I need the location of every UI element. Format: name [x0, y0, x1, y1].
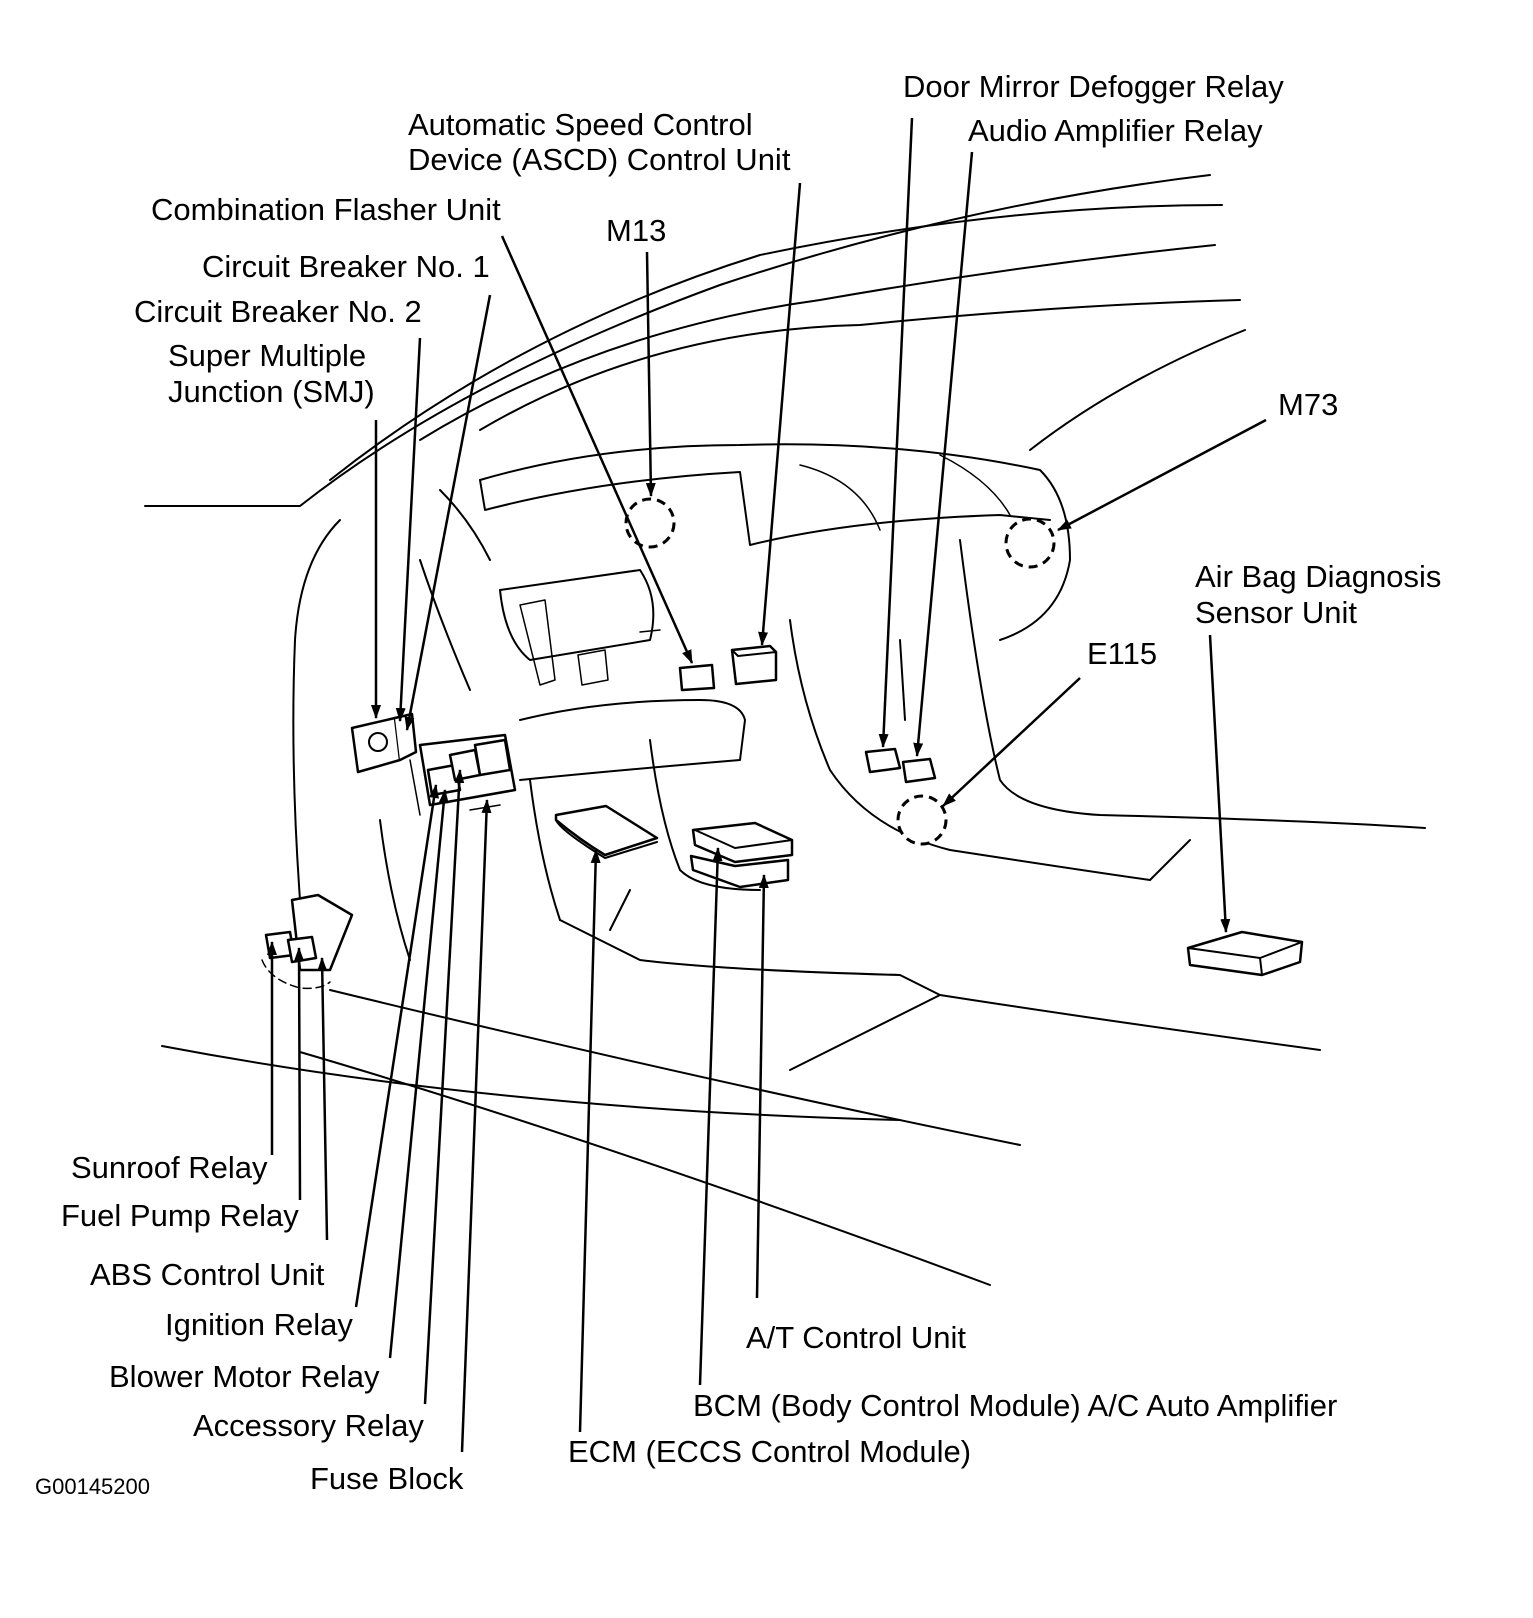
floor-line-1 [559, 919, 1321, 1051]
windshield-arc-4 [479, 299, 1241, 431]
cluster-vent-2 [577, 649, 609, 686]
steering-line-1 [439, 489, 491, 561]
leader-fuse-block [460, 799, 492, 1453]
left-door-line [292, 519, 341, 901]
relay-bracket-left [261, 893, 354, 990]
labels: Door Mirror Defogger Relay Audio Amplifi… [35, 69, 1441, 1499]
floor-line-3 [299, 1051, 991, 1286]
leader-lines [267, 117, 1267, 1453]
leader-ascd-control-unit [758, 182, 802, 646]
cluster-detail [639, 629, 661, 633]
leader-bcm [698, 847, 723, 1386]
m73-locator [1004, 517, 1056, 569]
leader-door-mirror-defogger-relay [878, 117, 914, 748]
label-m73: M73 [1278, 387, 1338, 422]
leader-ecm [578, 849, 601, 1433]
label-fuse-block: Fuse Block [310, 1461, 464, 1496]
dash-center-crease [799, 464, 881, 531]
leader-abs-control-unit [317, 957, 329, 1241]
cluster-panel [499, 569, 655, 661]
leader-combination-flasher-unit [500, 235, 694, 664]
fuse-block-cluster [409, 733, 517, 816]
door-mirror-defogger-relay [864, 747, 902, 774]
label-smj-line1: Super Multiple [168, 338, 366, 373]
label-smj-line2: Junction (SMJ) [168, 374, 375, 409]
leader-fuel-pump-relay [294, 947, 305, 1201]
right-dash-lower [789, 619, 1191, 881]
label-fuel-pump-relay: Fuel Pump Relay [61, 1198, 299, 1233]
windshield-arc-3 [419, 244, 1216, 441]
leader-m13 [645, 251, 656, 497]
bcm-ac-amp-stack [689, 821, 794, 889]
figure-code: G00145200 [35, 1474, 150, 1499]
cluster-vent-1 [519, 599, 556, 686]
leader-ignition-relay [354, 784, 439, 1308]
smj-connector [350, 712, 418, 774]
leader-accessory-relay [423, 769, 465, 1405]
audio-amplifier-relay [901, 757, 937, 784]
label-accessory-relay: Accessory Relay [193, 1408, 424, 1443]
windshield-arc-1 [144, 174, 1211, 507]
glovebox-left [899, 639, 906, 721]
label-audio-amplifier-relay: Audio Amplifier Relay [968, 113, 1263, 148]
console-front [649, 739, 761, 891]
steering-line-2 [419, 559, 471, 691]
floor-diagonal [789, 994, 941, 1071]
label-combination-flasher-unit: Combination Flasher Unit [151, 192, 501, 227]
label-air-bag-line1: Air Bag Diagnosis [1195, 559, 1441, 594]
floor-tunnel-edge [609, 889, 631, 931]
label-abs-control-unit: ABS Control Unit [90, 1257, 325, 1292]
leader-at-control-unit [755, 874, 769, 1299]
label-circuit-breaker-1: Circuit Breaker No. 1 [202, 249, 490, 284]
lower-dash-left [519, 699, 746, 781]
a-pillar-right [1029, 329, 1246, 451]
label-air-bag-line2: Sensor Unit [1195, 595, 1357, 630]
combination-flasher-unit [678, 663, 716, 692]
label-blower-motor-relay: Blower Motor Relay [109, 1359, 380, 1394]
console-left-edge [529, 779, 561, 921]
leader-blower-motor-relay [388, 789, 449, 1359]
label-ascd-line1: Automatic Speed Control [408, 107, 753, 142]
glovebox-curve [959, 539, 1426, 829]
e115-locator [896, 794, 948, 846]
leader-air-bag-sensor [1208, 634, 1231, 933]
label-ascd-line2: Device (ASCD) Control Unit [408, 142, 791, 177]
label-sunroof-relay: Sunroof Relay [71, 1150, 268, 1185]
leader-audio-amplifier-relay [913, 151, 974, 757]
windshield-arc-2 [329, 204, 1223, 481]
label-m13: M13 [606, 213, 666, 248]
leader-circuit-breaker-1 [404, 294, 492, 731]
left-kick-panel [379, 819, 411, 961]
components [261, 497, 1304, 990]
dash-right-crease [939, 454, 1011, 516]
leader-e115 [942, 677, 1081, 807]
air-bag-diagnosis-sensor-unit [1186, 930, 1304, 977]
leader-circuit-breaker-2 [395, 337, 422, 722]
label-ignition-relay: Ignition Relay [165, 1307, 353, 1342]
m13-locator [624, 497, 676, 549]
label-e115: E115 [1087, 636, 1157, 671]
label-bcm-ac-amp: BCM (Body Control Module) A/C Auto Ampli… [693, 1388, 1337, 1423]
dashboard-upper-edge [479, 471, 1051, 546]
ecm-unit [554, 804, 659, 859]
label-at-control-unit: A/T Control Unit [746, 1320, 966, 1355]
floor-line-4 [329, 989, 1021, 1146]
label-ecm: ECM (ECCS Control Module) [568, 1434, 971, 1469]
label-circuit-breaker-2: Circuit Breaker No. 2 [134, 294, 422, 329]
floor-line-2 [161, 1045, 901, 1121]
ascd-control-unit [730, 644, 778, 686]
label-door-mirror-defogger-relay: Door Mirror Defogger Relay [903, 69, 1284, 104]
leader-m73 [1057, 418, 1267, 532]
